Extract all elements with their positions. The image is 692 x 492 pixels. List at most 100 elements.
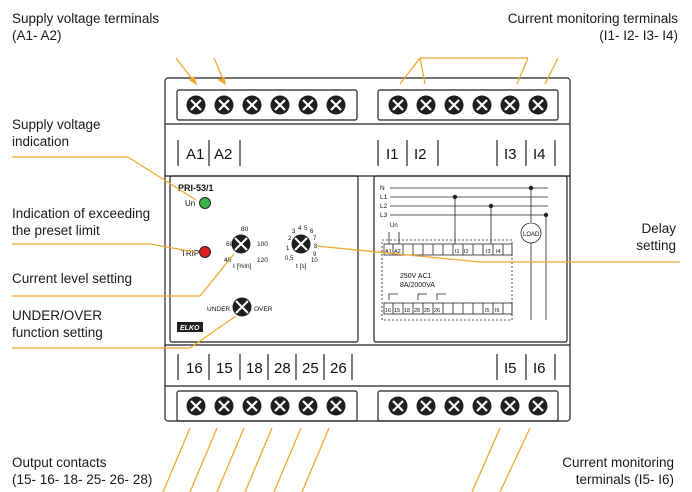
screw-slot — [448, 99, 460, 111]
terminal-screw[interactable] — [242, 396, 262, 416]
schematic-pin: 16 — [385, 308, 391, 314]
model-name: PRI-53/1 — [178, 183, 214, 193]
top-label-separators — [177, 140, 556, 166]
schematic-pin: A2 — [394, 249, 401, 255]
dial-tick: 0,5 — [285, 256, 294, 262]
delay-dial[interactable]: 0,5 1 2 3 4 5 6 7 8 9 10 t [s] — [285, 226, 318, 270]
schematic-pin: I6 — [495, 308, 500, 314]
terminal-label: I1 — [386, 146, 399, 163]
bottom-terminal-labels: 16 15 18 28 25 26 I5 I6 — [186, 360, 546, 377]
terminal-screw[interactable] — [444, 396, 464, 416]
terminal-label: I4 — [533, 146, 546, 163]
schematic-pin: A1 — [385, 249, 392, 255]
terminal-screw[interactable] — [528, 396, 548, 416]
dial-tick: 6 — [310, 229, 314, 235]
current-level-dial[interactable]: 40 60 80 100 120 I [%In] — [224, 226, 268, 270]
terminal-screw[interactable] — [326, 396, 346, 416]
terminal-label: A1 — [186, 146, 204, 163]
screw-slot — [420, 400, 432, 412]
callout-lines — [12, 57, 680, 492]
terminal-screw[interactable] — [472, 95, 492, 115]
terminal-screw[interactable] — [214, 95, 234, 115]
line-label: L3 — [380, 212, 388, 219]
un-label: Un — [390, 223, 398, 229]
terminal-screw[interactable] — [298, 95, 318, 115]
dial-tick: 4 — [298, 226, 302, 232]
terminal-screw[interactable] — [416, 396, 436, 416]
device-housing — [164, 77, 571, 422]
terminal-screws — [186, 95, 548, 416]
terminal-screw[interactable] — [528, 95, 548, 115]
terminal-screw[interactable] — [186, 396, 206, 416]
wiring-schematic: N L1 L2 L3 LOAD Un A1 — [380, 185, 549, 321]
terminal-label: 26 — [330, 360, 347, 377]
terminal-screw[interactable] — [444, 95, 464, 115]
dial-tick: 10 — [311, 258, 318, 264]
screw-slot — [218, 400, 230, 412]
schematic-pin: 28 — [414, 308, 420, 314]
schematic-pin: I5 — [485, 308, 490, 314]
screw-slot — [190, 99, 202, 111]
terminal-label: 15 — [216, 360, 233, 377]
schematic-pin: I1 — [455, 249, 460, 255]
dial-tick: 100 — [257, 241, 268, 248]
terminal-label: 16 — [186, 360, 203, 377]
screw-slot — [532, 99, 544, 111]
line-label: L2 — [380, 203, 388, 210]
terminal-label: I3 — [504, 146, 517, 163]
label-current-level: Current level setting — [12, 271, 133, 286]
schematic-pin: I2 — [464, 249, 469, 255]
led-un-label: Un — [185, 199, 195, 208]
rating-line2: 8A/2000VA — [400, 282, 435, 289]
dial-tick: 120 — [257, 257, 268, 264]
terminal-screw[interactable] — [270, 396, 290, 416]
label-exceed-indication: Indication of exceeding the preset limit — [12, 206, 151, 238]
switch-over-label: OVER — [254, 306, 273, 313]
svg-text:ELKO: ELKO — [180, 325, 200, 332]
screw-slot — [504, 99, 516, 111]
dial-unit: I [%In] — [233, 263, 252, 270]
terminal-screw[interactable] — [472, 396, 492, 416]
terminal-screw[interactable] — [500, 95, 520, 115]
supply-led — [199, 197, 211, 209]
terminal-label: 25 — [302, 360, 319, 377]
led-trip-label: TRIP — [181, 249, 199, 258]
schematic-pin: I4 — [496, 249, 501, 255]
rating-line1: 250V AC1 — [400, 273, 432, 280]
screw-slot — [274, 400, 286, 412]
screw-slot — [448, 400, 460, 412]
screw-slot — [532, 400, 544, 412]
screw-slot — [476, 99, 488, 111]
terminal-screw[interactable] — [326, 95, 346, 115]
screw-slot — [420, 99, 432, 111]
label-under-over: UNDER/OVER function setting — [12, 308, 103, 340]
screw-slot — [190, 400, 202, 412]
screw-slot — [274, 99, 286, 111]
screw-slot — [392, 400, 404, 412]
schematic-pin: 18 — [404, 308, 410, 314]
terminal-screw[interactable] — [214, 396, 234, 416]
terminal-screw[interactable] — [416, 95, 436, 115]
dial-tick: 80 — [241, 226, 249, 233]
screw-slot — [246, 400, 258, 412]
label-current-terminals-top: Current monitoring terminals (I1- I2- I3… — [507, 11, 678, 43]
terminal-screw[interactable] — [270, 95, 290, 115]
line-label: L1 — [380, 194, 388, 201]
dial-tick: 5 — [304, 226, 308, 232]
terminal-screw[interactable] — [388, 396, 408, 416]
label-current-terminals-bottom: Current monitoring terminals (I5- I6) — [562, 455, 674, 487]
terminal-label: A2 — [214, 146, 232, 163]
terminal-screw[interactable] — [186, 95, 206, 115]
screw-slot — [246, 99, 258, 111]
top-terminal-labels: A1 A2 I1 I2 I3 I4 — [186, 146, 546, 163]
schematic-pin: 15 — [394, 308, 400, 314]
screw-slot — [330, 99, 342, 111]
terminal-screw[interactable] — [388, 95, 408, 115]
dial-tick: 8 — [314, 244, 318, 250]
terminal-screw[interactable] — [298, 396, 318, 416]
screw-slot — [302, 99, 314, 111]
terminal-screw[interactable] — [500, 396, 520, 416]
terminal-screw[interactable] — [242, 95, 262, 115]
under-over-switch[interactable]: UNDER OVER — [207, 297, 273, 317]
